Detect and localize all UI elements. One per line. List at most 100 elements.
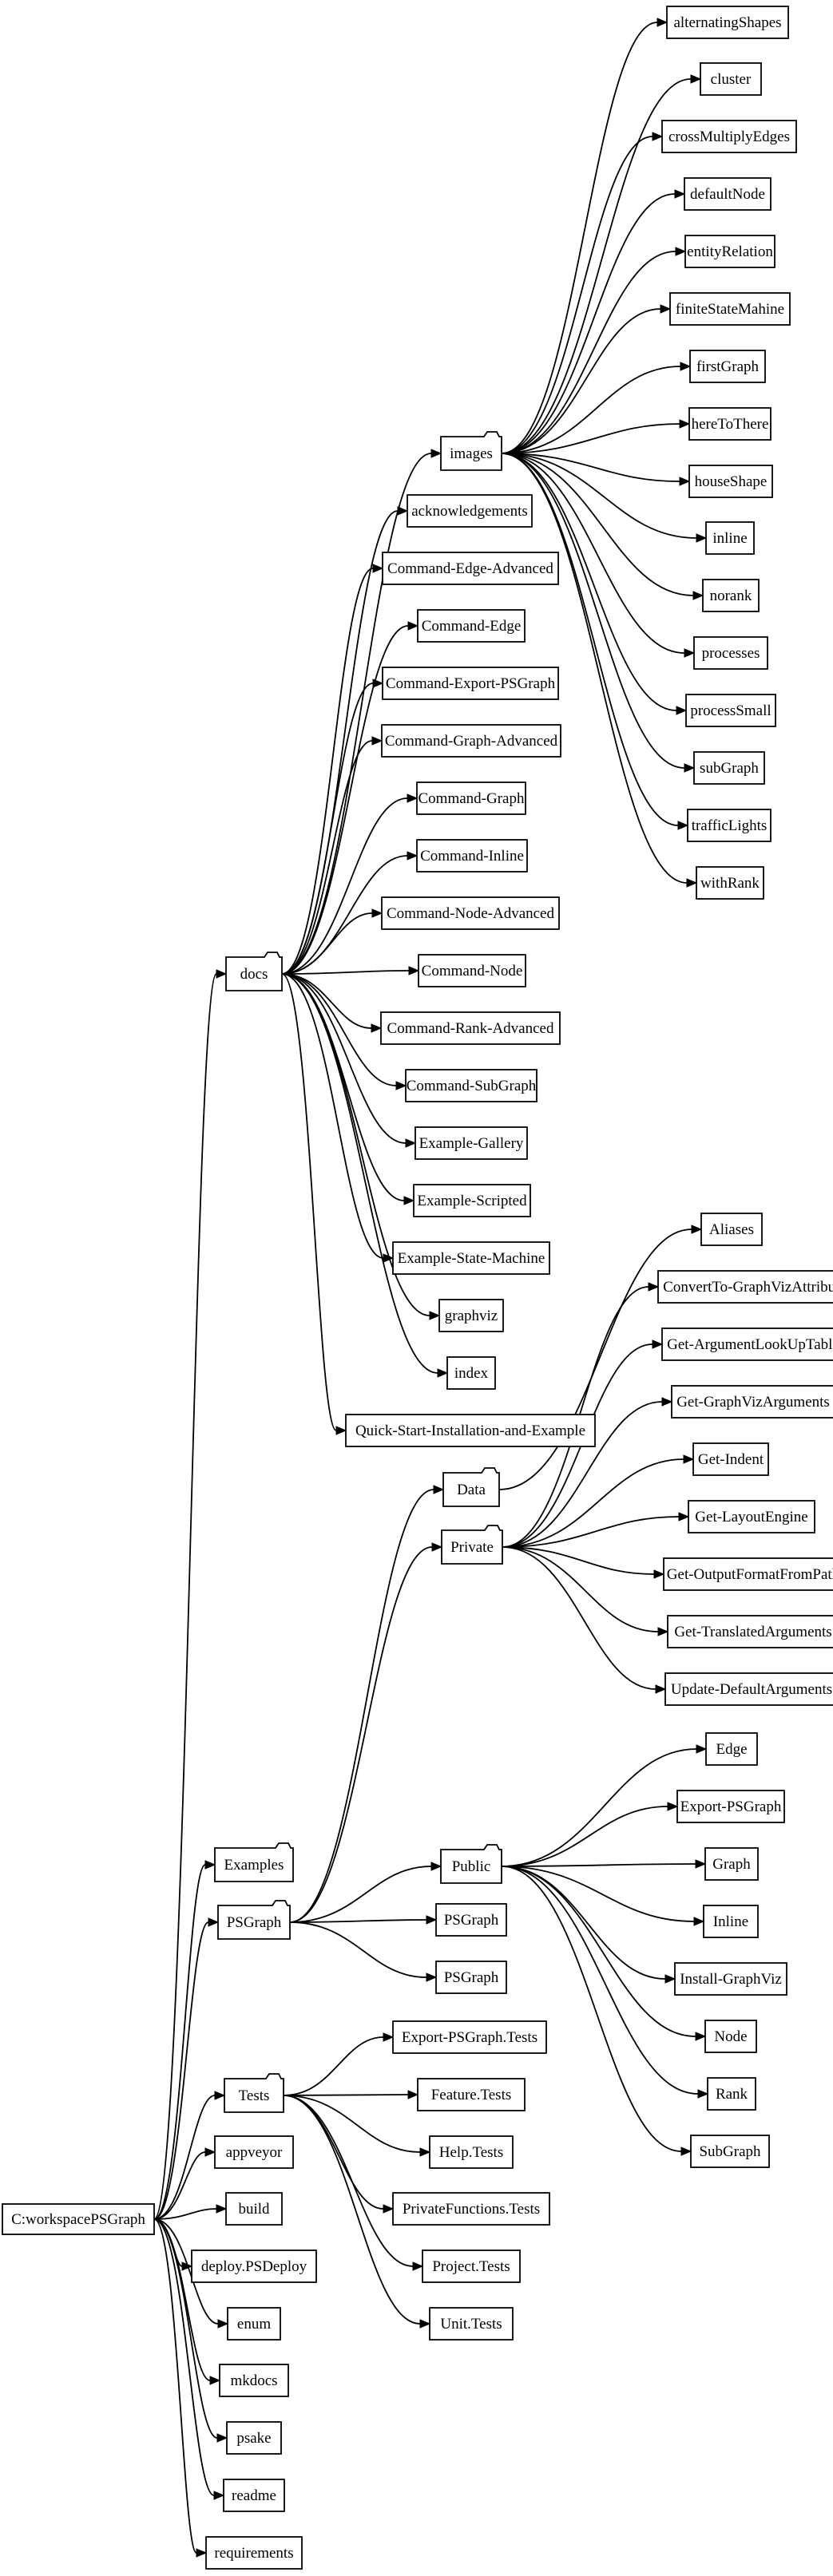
node-box: [417, 609, 526, 643]
edge-docs-to-index: [281, 973, 449, 1378]
edge-private-to-get-indent: [502, 1454, 695, 1548]
folder-icon: [440, 431, 502, 471]
node-label: inline: [712, 530, 747, 547]
node-label: build: [238, 2201, 270, 2218]
edge-docs-to-cmd-edge-adv: [281, 564, 384, 975]
node-label: Command-SubGraph: [407, 1078, 537, 1094]
edge-root-to-tests: [153, 2091, 226, 2220]
arrow-head: [419, 2319, 431, 2329]
node-psgraph2: PSGraph: [435, 1961, 507, 1994]
node-label: Data: [457, 1482, 486, 1498]
edge-public-to-node-fn: [501, 1866, 707, 2041]
edge-line: [501, 22, 658, 454]
node-get-layout: Get-LayoutEngine: [688, 1500, 815, 1533]
edge-images-to-processes: [501, 453, 696, 658]
node-box: [704, 1847, 759, 1881]
edge-line: [153, 2218, 219, 2325]
node-t-export: Export-PSGraph.Tests: [392, 2020, 547, 2054]
node-label: alternatingShapes: [673, 14, 781, 31]
node-label: Examples: [224, 1857, 284, 1874]
arrow-head: [430, 449, 442, 458]
edge-private-to-get-gv-args: [502, 1397, 673, 1548]
node-label: Unit.Tests: [440, 2316, 502, 2333]
node-label: PSGraph: [444, 1912, 499, 1929]
edge-line: [153, 1921, 209, 2220]
edge-images-to-with-rank: [501, 453, 698, 888]
arrow-head: [696, 533, 708, 543]
edge-images-to-cluster: [501, 74, 702, 454]
node-box: [684, 235, 775, 268]
node-box: [2, 2203, 155, 2235]
node-box: [225, 2192, 283, 2226]
node-node-fn: Node: [704, 2020, 757, 2053]
node-box: [219, 2364, 289, 2397]
node-label: Command-Node: [422, 963, 523, 979]
node-label: Graph: [712, 1856, 751, 1873]
node-quick-start: Quick-Start-Installation-and-Example: [345, 1414, 596, 1447]
node-label: Quick-Start-Installation-and-Example: [355, 1423, 585, 1439]
node-install-gv: Install-GraphViz: [674, 1962, 787, 1996]
node-ex-gallery: Example-Gallery: [415, 1126, 528, 1160]
arrow-head: [695, 1859, 707, 1869]
edge-images-to-default-node: [501, 189, 686, 454]
edge-images-to-alternating-shapes: [501, 18, 668, 454]
arrow-head: [403, 1196, 415, 1205]
node-box: [705, 1732, 758, 1766]
node-edge: Edge: [705, 1732, 758, 1766]
node-images-folder: images: [440, 431, 502, 471]
node-norank: norank: [702, 579, 760, 612]
edge-line: [283, 2095, 384, 2210]
edge-tests-to-t-help: [283, 2095, 431, 2157]
node-label: index: [454, 1365, 489, 1382]
node-ex-state-machine: Example-State-Machine: [392, 1241, 550, 1275]
edge-root-to-psgraph-dir: [153, 1917, 220, 2220]
arrow-head: [214, 2091, 226, 2100]
edge-docs-to-ex-state-machine: [281, 973, 395, 1263]
node-label: processSmall: [690, 702, 771, 719]
node-t-unit: Unit.Tests: [429, 2307, 514, 2341]
arrow-head: [383, 2032, 395, 2042]
node-label: trafficLights: [692, 817, 768, 834]
node-get-gv-args: Get-GraphVizArguments: [671, 1385, 833, 1419]
edge-line: [501, 453, 697, 539]
node-box: [703, 1905, 759, 1938]
node-label: deploy.PSDeploy: [201, 2258, 307, 2275]
node-t-project: Project.Tests: [422, 2250, 521, 2283]
node-box: [684, 177, 772, 211]
node-box: [418, 954, 526, 987]
arrow-head: [407, 2090, 419, 2099]
node-graph-fn: Graph: [704, 1847, 759, 1881]
node-public-folder: Public: [440, 1844, 502, 1884]
folder-icon: [225, 952, 283, 991]
edge-images-to-inline: [501, 453, 708, 543]
node-get-trans-args: Get-TranslatedArguments: [667, 1615, 833, 1648]
edge-line: [501, 453, 685, 769]
edge-images-to-entity-relation: [501, 247, 687, 454]
edge-line: [289, 1866, 432, 1923]
node-alternating-shapes: alternatingShapes: [666, 6, 789, 39]
node-box: [226, 2421, 282, 2455]
folder-icon: [441, 1525, 503, 1565]
node-label: ConvertTo-GraphVizAttribute: [663, 1279, 833, 1296]
node-box: [664, 1672, 833, 1706]
node-box: [223, 2479, 285, 2512]
edge-line: [281, 568, 374, 975]
edge-line: [283, 2095, 414, 2267]
node-process-small: processSmall: [685, 694, 776, 727]
node-box: [392, 2020, 547, 2054]
edge-line: [281, 973, 337, 1431]
arrow-head: [678, 1512, 690, 1521]
edge-line: [501, 453, 685, 654]
edge-docs-to-cmd-node: [281, 966, 420, 975]
edge-line: [501, 308, 661, 454]
arrow-head: [690, 74, 702, 84]
edge-line: [289, 1919, 427, 1923]
node-label: firstGraph: [696, 358, 760, 375]
node-label: withRank: [700, 875, 760, 892]
node-box: [345, 1414, 596, 1447]
edge-public-to-sub-graph-fn: [501, 1866, 692, 2156]
edge-line: [501, 251, 676, 454]
edge-line: [281, 970, 410, 975]
node-get-out-fmt: Get-OutputFormatFromPath: [663, 1557, 833, 1591]
node-label: PSGraph: [227, 1914, 282, 1931]
